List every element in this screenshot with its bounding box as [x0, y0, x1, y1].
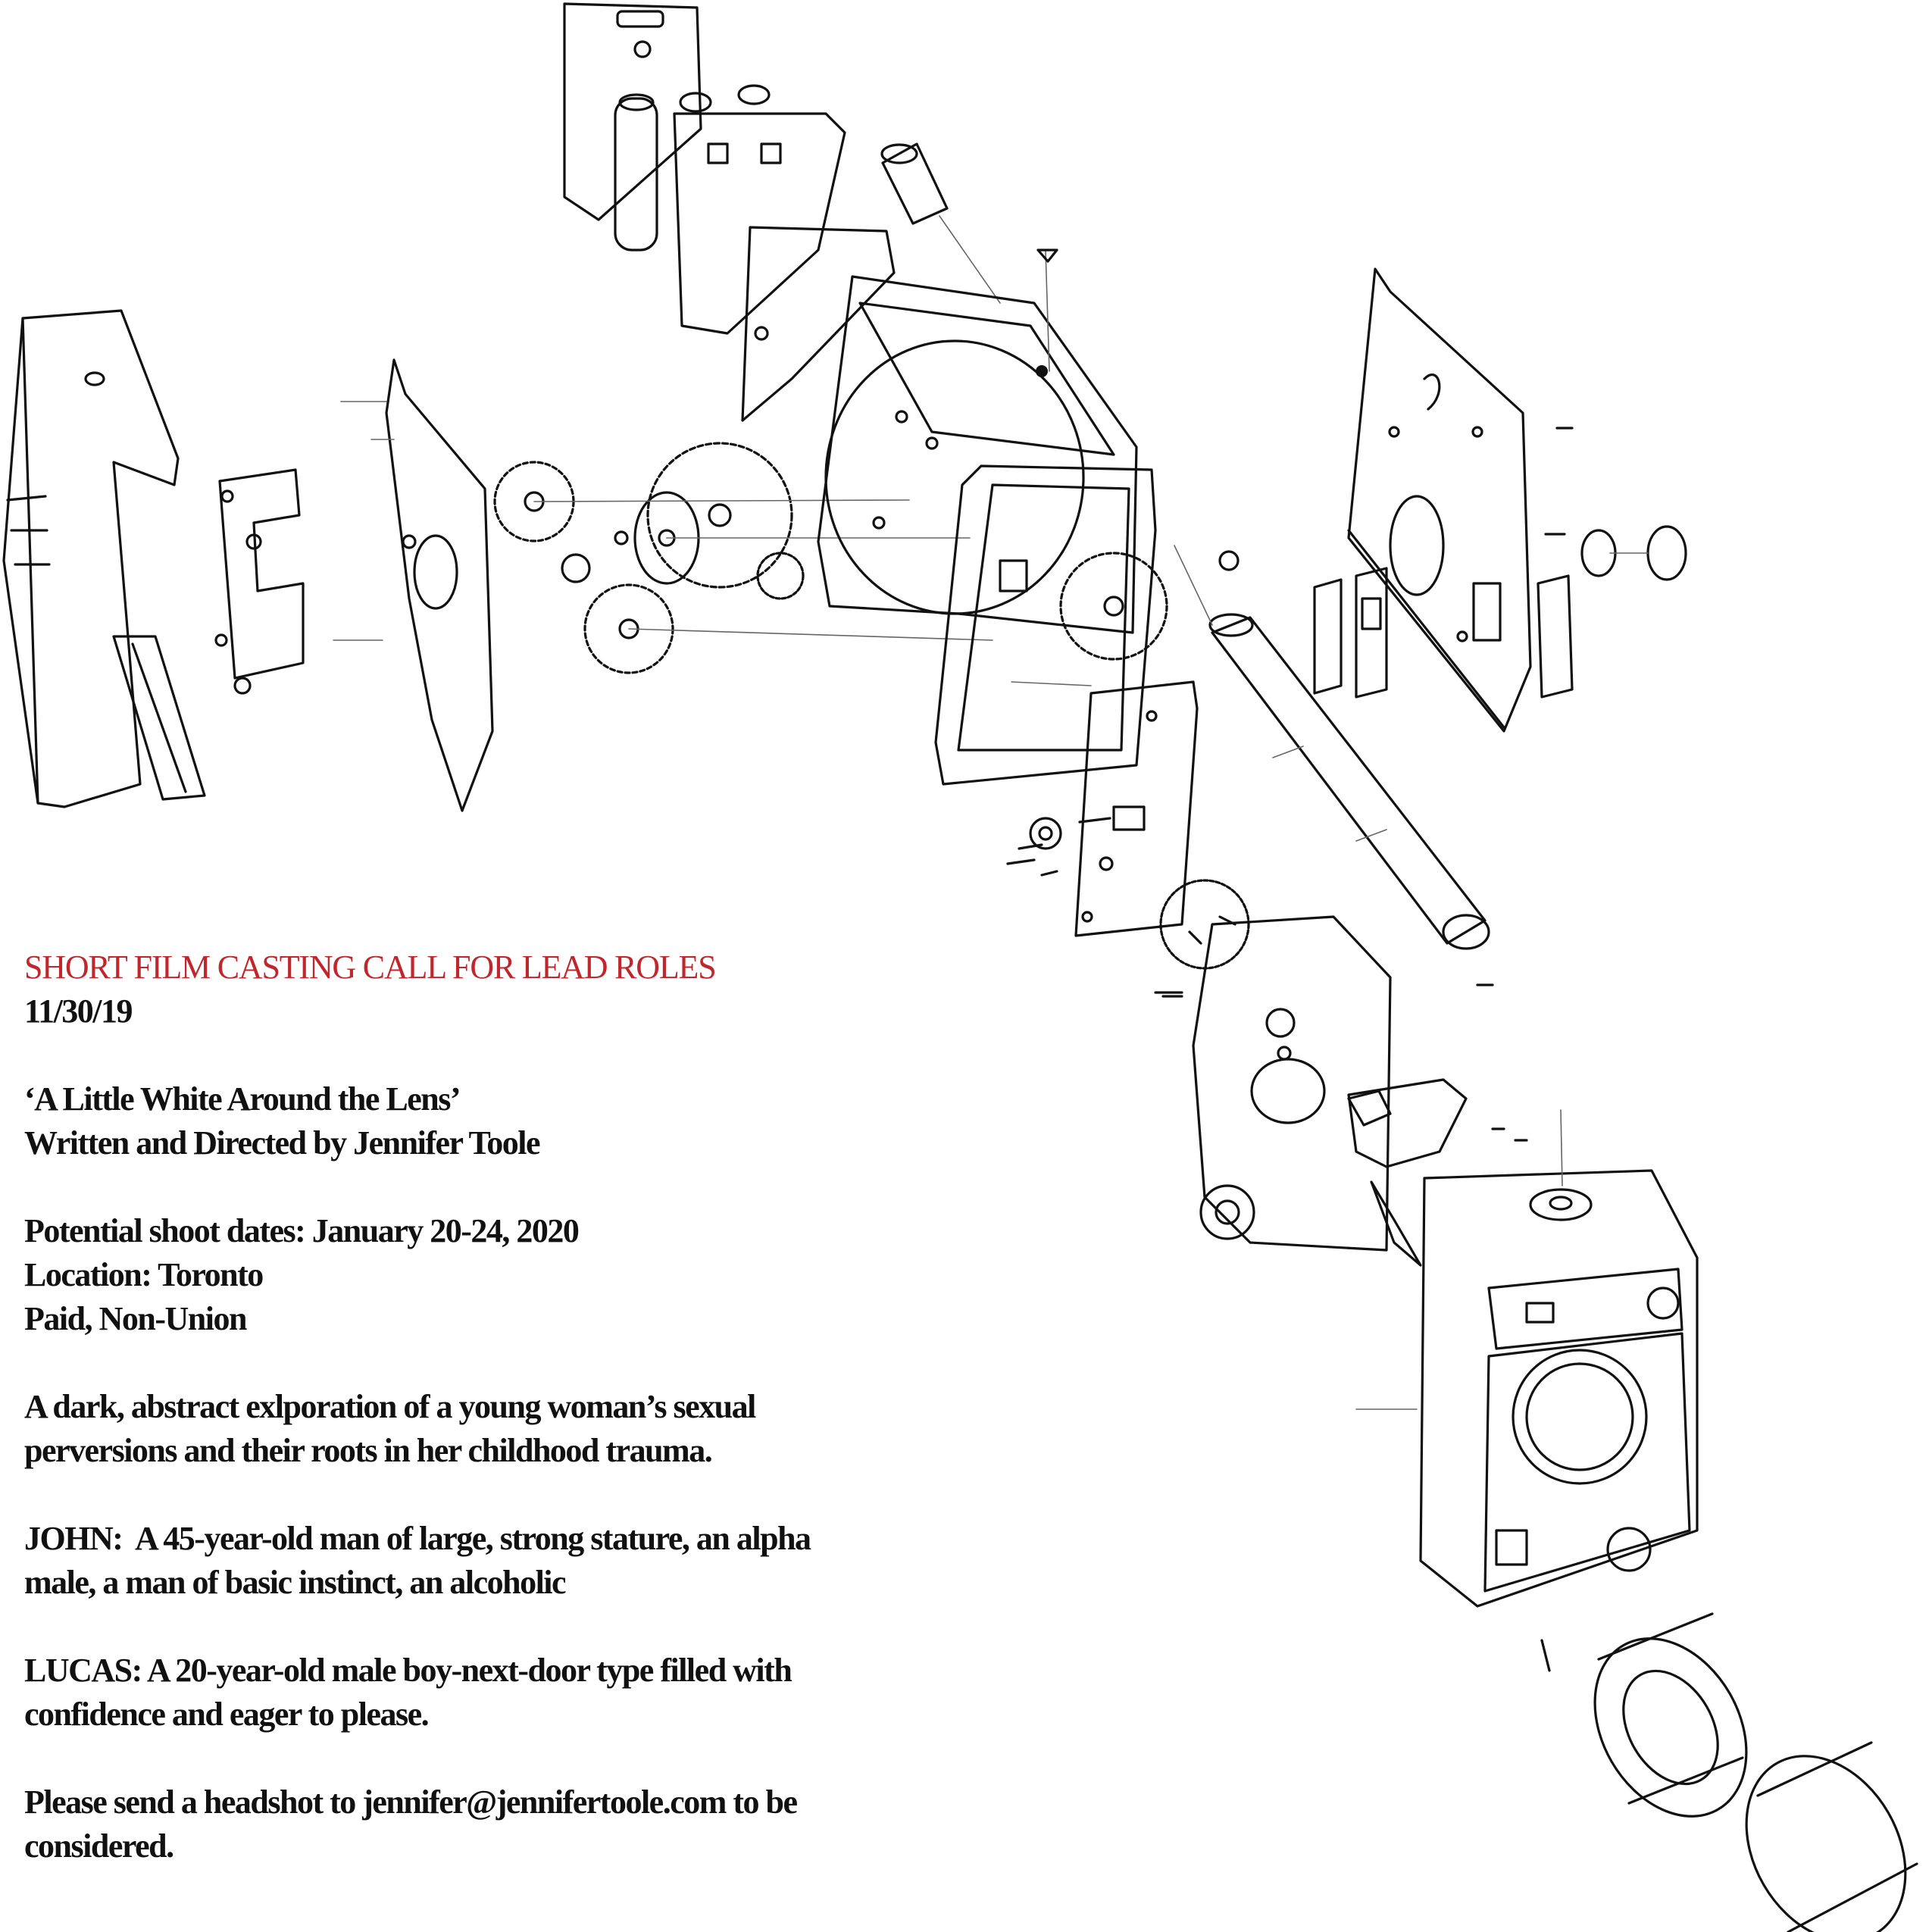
casting-call-text: SHORT FILM CASTING CALL FOR LEAD ROLES 1…: [24, 946, 979, 1912]
shutter-mechanism: [1154, 879, 1468, 1267]
control-plate: [1029, 680, 1199, 937]
back-plate: [333, 358, 494, 812]
synopsis-line-1: A dark, abstract exlporation of a young …: [24, 1388, 756, 1425]
inner-chassis: [934, 464, 1168, 786]
bracket-part: [214, 468, 305, 695]
battery-compartment: [563, 2, 896, 422]
shoot-dates: Potential shoot dates: January 20-24, 20…: [24, 1212, 580, 1249]
pay-status: Paid, Non-Union: [24, 1300, 247, 1337]
right-side-plate: [1347, 267, 1574, 733]
location: Location: Toronto: [24, 1256, 264, 1293]
post-date: 11/30/19: [24, 993, 133, 1030]
headline: SHORT FILM CASTING CALL FOR LEAD ROLES: [24, 949, 717, 986]
contact-line-2: considered.: [24, 1827, 174, 1865]
camera-front-body: [1355, 1109, 1699, 1672]
small-frames: [1313, 567, 1574, 699]
long-tube: [1174, 545, 1490, 950]
large-lens-rings: [1593, 1612, 1918, 1932]
role-john-line-2: male, a man of basic instinct, an alcoho…: [24, 1564, 567, 1601]
role-lucas-line-1: LUCAS: A 20-year-old male boy-next-door …: [24, 1652, 792, 1689]
film-credit: Written and Directed by Jennifer Toole: [24, 1124, 541, 1161]
small-lens-rings: [1580, 525, 1687, 581]
cylinder-part: [880, 142, 1001, 304]
role-lucas-line-2: confidence and eager to please.: [24, 1696, 430, 1733]
main-body-housing: [817, 249, 1138, 634]
contact-line-1: Please send a headshot to jennifer@jenni…: [24, 1784, 798, 1821]
screws: [1006, 843, 1528, 1142]
left-housing-panel: [2, 309, 206, 808]
synopsis-line-2: perversions and their roots in her child…: [24, 1432, 713, 1469]
role-john-line-1: JOHN: A 45-year-old man of large, strong…: [24, 1520, 811, 1557]
film-title: ‘A Little White Around the Lens’: [24, 1080, 461, 1118]
gear-train: [493, 442, 993, 674]
